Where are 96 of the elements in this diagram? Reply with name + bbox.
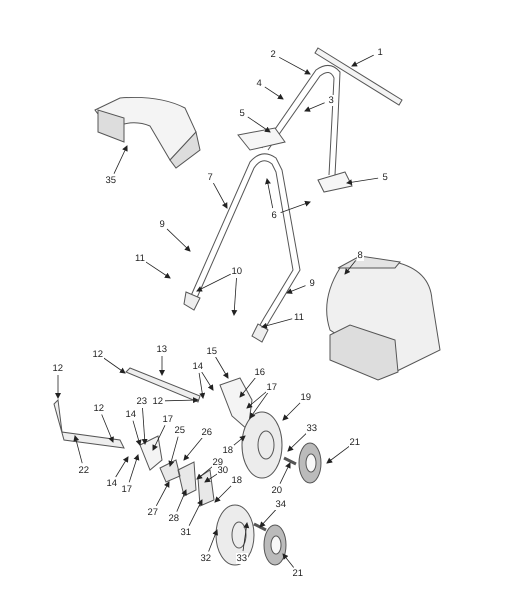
callout-number: 15 [206,346,218,356]
callout-number: 23 [136,396,148,406]
leader-line [278,56,311,74]
callout-number: 33 [306,422,318,434]
leader-line [287,432,308,452]
leader-line [159,356,165,376]
callout-number: 18 [230,474,244,486]
leader-line [201,372,214,391]
callout-number: 19 [300,392,312,402]
callout-number: 9 [158,218,166,230]
leader-line [261,318,293,329]
leader-line [208,529,218,552]
callout-number: 3 [328,94,335,106]
leader-line [198,372,206,399]
callout-number: 1 [376,46,384,58]
callout-number: 8 [356,250,364,260]
leader-line [128,454,140,483]
callout-number: 14 [124,408,138,420]
callout-number: 14 [192,360,204,372]
leader-line [114,145,128,174]
callout-number: 5 [238,108,246,118]
callout-number: 14 [106,478,118,488]
callout-number: 5 [382,172,389,182]
leader-line [55,374,61,399]
callout-number: 17 [162,414,174,424]
leader-line [196,466,213,480]
leader-line [264,86,284,100]
callout-number: 32 [200,552,212,564]
leader-line [115,456,129,478]
callout-number: 25 [174,424,186,436]
leader-line [168,436,178,467]
callout-number: 12 [52,362,64,374]
leader-line [246,391,267,409]
leader-line [152,424,166,451]
callout-number: 9 [308,278,316,288]
leader-line [183,437,203,461]
leader-line [326,446,350,464]
callout-number: 16 [254,366,266,378]
leader-line [101,414,114,443]
callout-number: 7 [206,172,214,182]
leader-line [132,420,142,446]
callout-number: 17 [120,484,134,494]
leader-line [145,262,171,279]
leader-line [215,356,228,379]
leader-line [156,481,170,506]
callout-number: 21 [348,436,362,448]
leader-line [166,228,191,252]
callout-number: 26 [200,426,214,438]
leader-line [346,178,378,186]
leader-line [73,435,83,464]
leader-line [164,397,199,404]
leader-line [286,285,306,294]
callout-number: 18 [222,444,234,456]
callout-number: 12 [152,396,164,406]
callout-number: 31 [180,526,192,538]
leader-line [214,484,232,503]
leader-line [213,182,228,209]
callout-number: 13 [156,344,168,354]
callout-number: 12 [92,348,104,360]
callout-number: 10 [230,266,244,276]
leader-line [196,274,232,292]
leader-line [142,408,148,445]
leader-line [282,553,294,568]
leader-line [304,102,325,112]
leader-line [188,499,202,526]
leader-line [249,392,268,419]
callout-number: 17 [266,382,278,392]
leader-line [344,260,356,275]
leader-line [103,358,126,374]
callout-number: 21 [292,568,304,578]
callout-number: 30 [216,464,230,476]
leader-line [259,508,277,528]
callout-number: 34 [274,498,288,510]
leader-line [233,435,246,446]
leader-line [280,200,311,213]
callout-number: 22 [78,464,90,476]
leader-line [239,377,256,398]
callout-number: 27 [146,506,160,518]
callout-number: 35 [104,174,118,186]
callout-number: 4 [256,78,263,88]
leader-line [247,116,271,133]
leader-line [204,474,218,483]
callout-number: 11 [293,312,305,322]
leader-line [231,278,238,316]
leader-line [351,54,374,66]
leader-line [176,489,187,512]
callout-number: 11 [134,252,146,264]
callout-number: 6 [270,210,278,220]
callout-number: 12 [92,402,106,414]
leader-line [280,462,291,484]
callout-number: 28 [168,512,180,524]
callout-number: 20 [270,484,284,496]
callout-number: 2 [270,48,277,60]
leader-line [265,178,274,208]
callout-number: 29 [212,456,224,468]
leader-line [282,402,302,421]
